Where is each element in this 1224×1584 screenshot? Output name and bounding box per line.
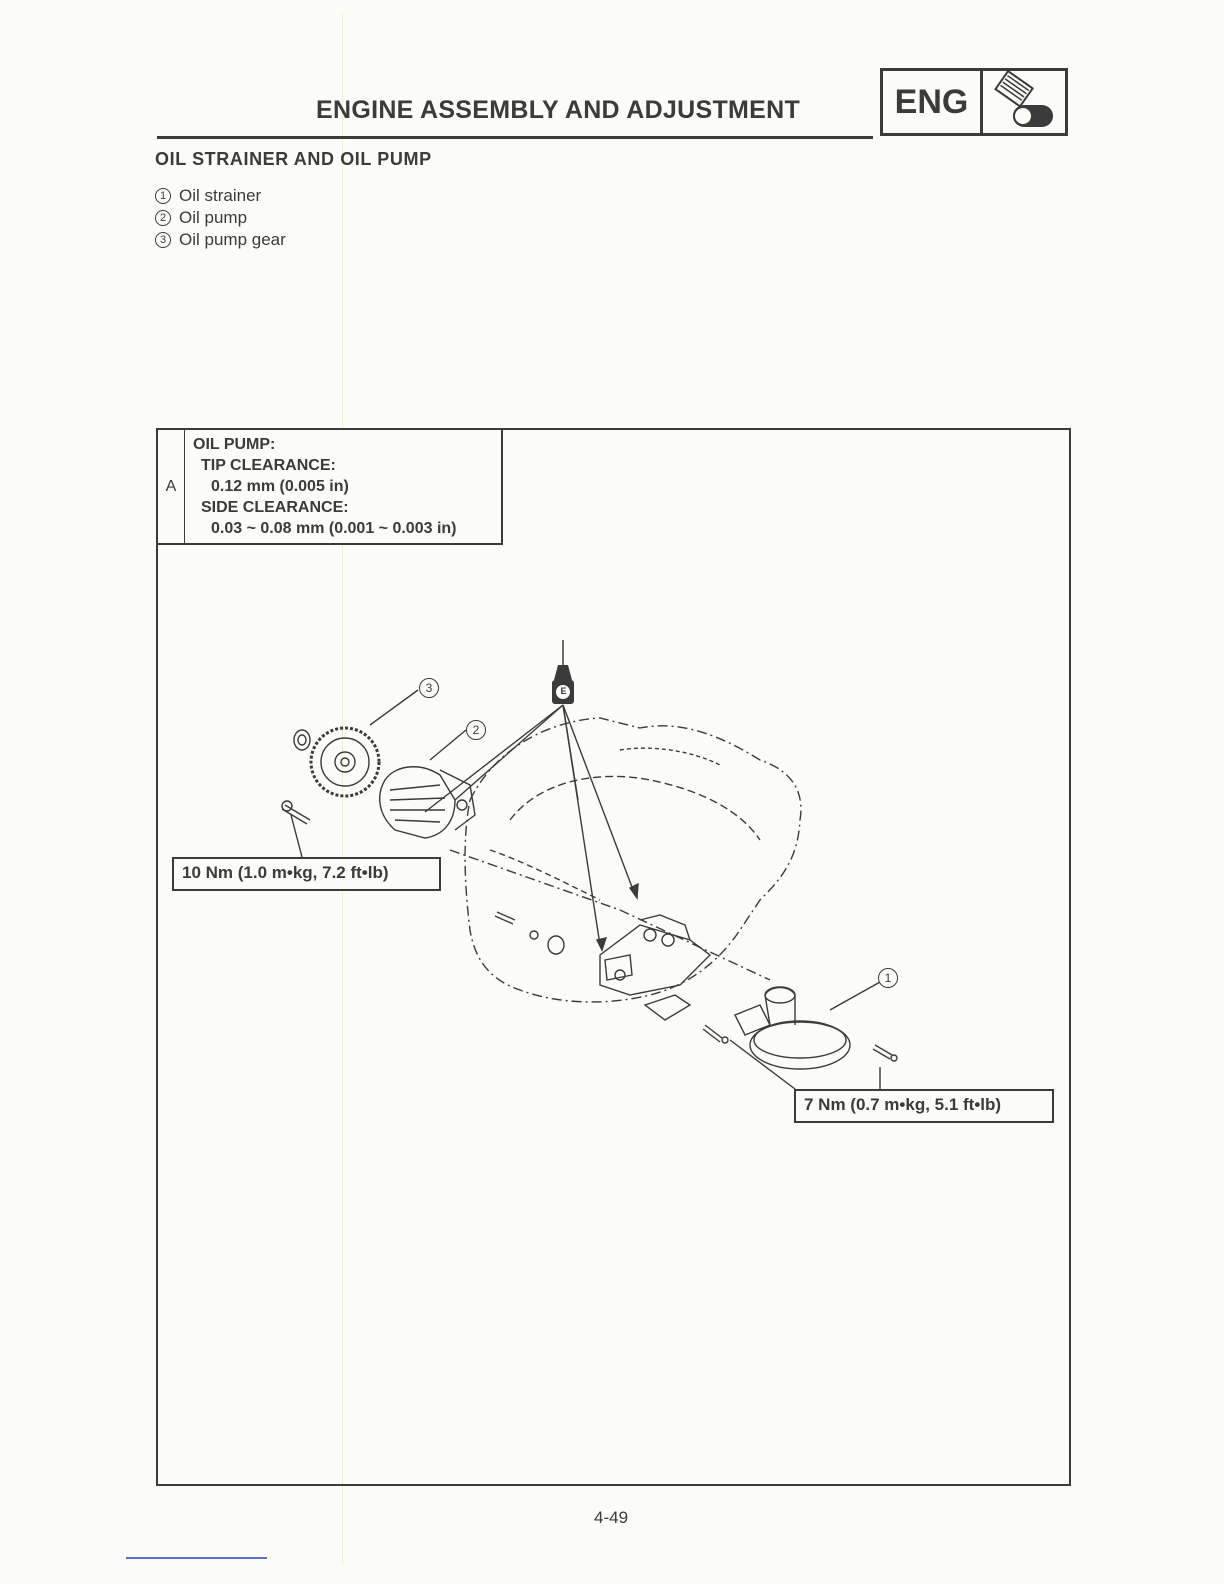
callout-2: 2 — [466, 720, 486, 740]
spec-line: OIL PUMP: — [193, 434, 457, 455]
oil-pump-spec-box: A OIL PUMP: TIP CLEARANCE: 0.12 mm (0.00… — [156, 428, 503, 545]
spec-box-body: OIL PUMP: TIP CLEARANCE: 0.12 mm (0.005 … — [185, 430, 457, 543]
pump-bolt-torque-label: 10 Nm (1.0 m•kg, 7.2 ft•lb) — [172, 857, 441, 891]
pump-mount-flange — [600, 925, 710, 995]
spec-line: SIDE CLEARANCE: — [193, 497, 457, 518]
scan-artifact-blue-line — [126, 1557, 267, 1559]
callout-3: 3 — [419, 678, 439, 698]
oil-pump-body — [380, 767, 455, 838]
oil-symbol-letter: E — [558, 684, 569, 698]
spec-line: 0.03 ~ 0.08 mm (0.001 ~ 0.003 in) — [193, 518, 457, 539]
callout-1: 1 — [878, 968, 898, 988]
spec-line: 0.12 mm (0.005 in) — [193, 476, 457, 497]
crankcase-outline — [465, 718, 801, 1002]
spec-box-letter: A — [158, 430, 185, 543]
spec-line: TIP CLEARANCE: — [193, 455, 457, 476]
page-number: 4-49 — [594, 1508, 628, 1528]
strainer-bolt-torque-label: 7 Nm (0.7 m•kg, 5.1 ft•lb) — [794, 1089, 1054, 1123]
